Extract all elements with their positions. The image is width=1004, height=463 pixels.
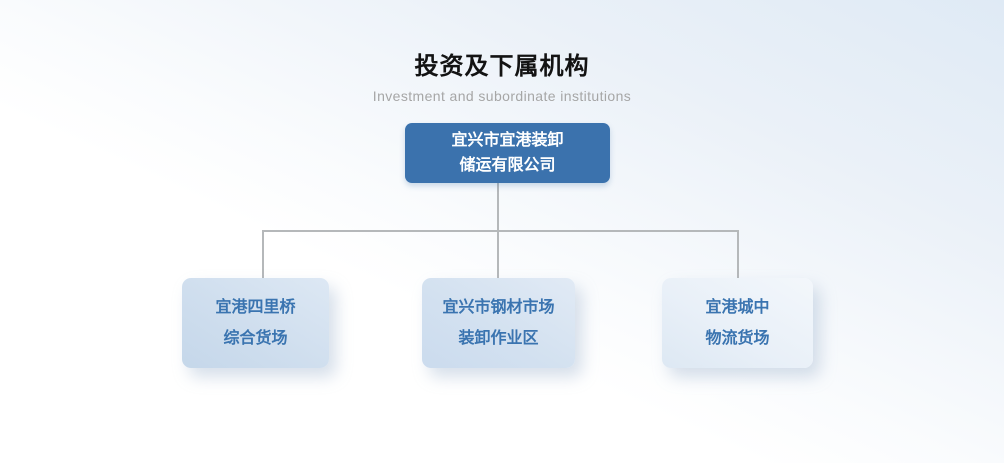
section-header: 投资及下属机构 Investment and subordinate insti… bbox=[0, 46, 1004, 104]
page-subtitle: Investment and subordinate institutions bbox=[372, 88, 632, 104]
org-node-child-3-label-line1: 宜港城中 bbox=[705, 299, 770, 316]
org-node-child-2: 宜兴市钢材市场 装卸作业区 bbox=[422, 278, 575, 368]
org-node-child-1-label-line2: 综合货场 bbox=[223, 330, 288, 347]
connector-child-drop-1 bbox=[262, 230, 264, 278]
org-node-child-1: 宜港四里桥 综合货场 bbox=[182, 278, 329, 368]
org-node-child-3-label-line2: 物流货场 bbox=[705, 330, 770, 347]
connector-child-drop-3 bbox=[737, 230, 739, 278]
org-node-child-1-label-line1: 宜港四里桥 bbox=[215, 299, 296, 316]
connector-root-drop bbox=[497, 183, 499, 232]
page-title: 投资及下属机构 bbox=[414, 53, 590, 80]
org-node-child-2-label-line2: 装卸作业区 bbox=[458, 330, 539, 347]
org-node-root-label-line1: 宜兴市宜港装卸 bbox=[451, 132, 564, 149]
connector-horizontal-rail bbox=[262, 230, 739, 232]
org-node-child-3: 宜港城中 物流货场 bbox=[662, 278, 813, 368]
org-node-root-label-line2: 储运有限公司 bbox=[459, 157, 556, 174]
org-node-root: 宜兴市宜港装卸 储运有限公司 bbox=[405, 123, 610, 183]
connector-child-drop-2 bbox=[497, 230, 499, 278]
org-node-child-2-label-line1: 宜兴市钢材市场 bbox=[442, 299, 555, 316]
